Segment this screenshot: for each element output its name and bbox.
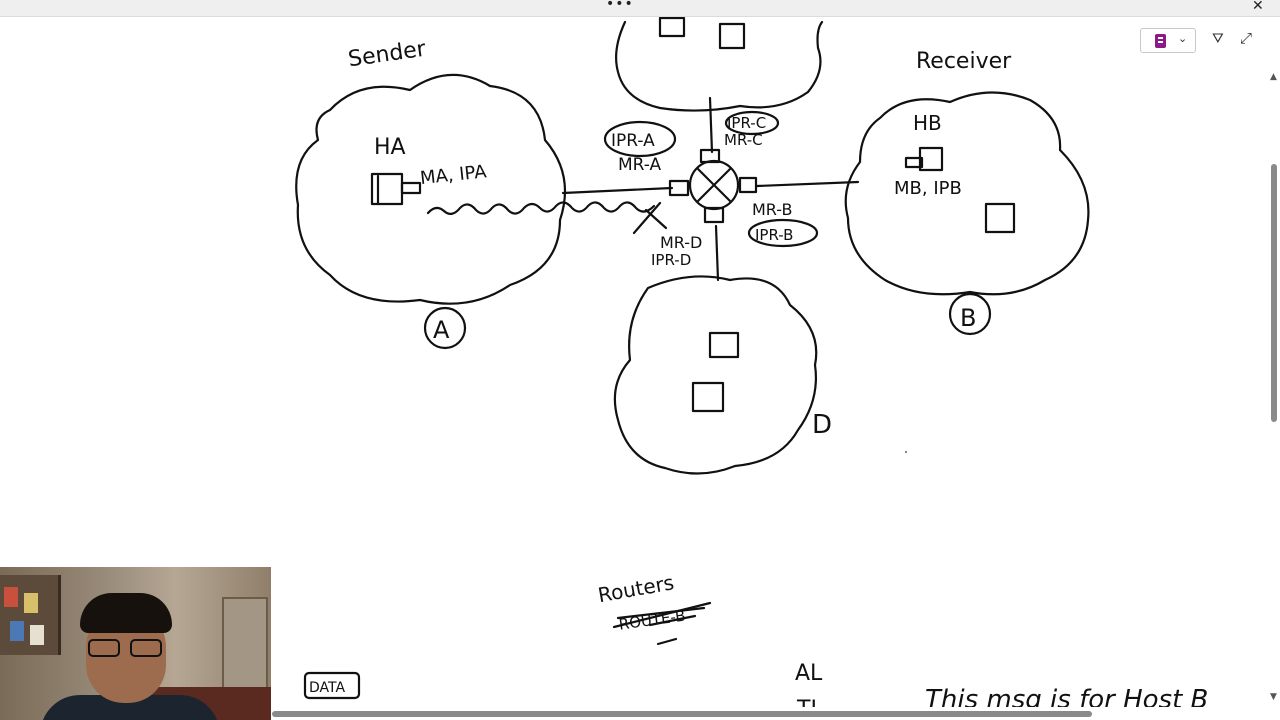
network-diagram: Sender Receiver HA MA, IPA HB MB, IPB IP… bbox=[295, 17, 1208, 707]
host-b-peer bbox=[984, 202, 1016, 234]
network-d-label: D bbox=[812, 410, 832, 440]
host-d2 bbox=[691, 381, 725, 413]
notebook-selector-button[interactable]: ⌄ bbox=[1140, 28, 1196, 53]
host-c1 bbox=[658, 17, 686, 38]
more-options-icon[interactable]: ••• bbox=[606, 0, 634, 12]
drawing-canvas[interactable]: Sender Receiver HA MA, IPA HB MB, IPB IP… bbox=[0, 17, 1266, 707]
presenter-glasses bbox=[88, 639, 164, 657]
scroll-down-icon[interactable]: ▼ bbox=[1270, 692, 1277, 702]
vertical-scroll-thumb[interactable] bbox=[1271, 164, 1277, 422]
host-b-address: MB, IPB bbox=[894, 178, 962, 199]
network-b-label: B bbox=[960, 304, 976, 332]
layer-al: AL bbox=[795, 661, 823, 686]
note-text: This msg is for Host B bbox=[925, 685, 1208, 707]
link-router-d bbox=[714, 224, 720, 282]
host-c2 bbox=[718, 22, 746, 50]
cloud-network-d bbox=[613, 275, 818, 475]
receiver-label: Receiver bbox=[916, 49, 1012, 74]
router-ip-c-oval bbox=[724, 110, 780, 136]
link-a-router bbox=[561, 186, 674, 195]
router-ip-a-oval bbox=[603, 120, 677, 158]
vertical-scrollbar[interactable]: ▲ ▼ bbox=[1268, 72, 1280, 704]
routers-note-struck: ROUTE-B bbox=[618, 607, 687, 634]
filter-icon[interactable]: ⛛ bbox=[1212, 31, 1224, 47]
horizontal-scroll-thumb[interactable] bbox=[272, 711, 1092, 717]
link-router-b bbox=[755, 180, 860, 188]
network-b-circle bbox=[948, 292, 992, 336]
network-a-circle bbox=[423, 306, 467, 350]
chevron-down-icon: ⌄ bbox=[1178, 32, 1188, 45]
router-ip-b: IPR-B bbox=[755, 226, 793, 244]
router-mac-c: MR-C bbox=[724, 131, 763, 149]
router-mac-a: MR-A bbox=[618, 155, 662, 175]
layer-tl: TL bbox=[796, 697, 823, 707]
cloud-network-b bbox=[844, 91, 1090, 296]
routers-note: Routers bbox=[596, 570, 676, 607]
cloud-network-c bbox=[615, 20, 824, 112]
router-ip-d: IPR-D bbox=[651, 251, 691, 269]
link-router-c bbox=[708, 96, 714, 154]
host-a-device bbox=[370, 172, 404, 206]
router-ip-a: IPR-A bbox=[611, 131, 655, 151]
packet-path bbox=[426, 201, 656, 215]
host-a-label: HA bbox=[374, 135, 406, 160]
host-a-address: MA, IPA bbox=[419, 161, 488, 189]
host-b-label: HB bbox=[913, 111, 942, 135]
data-box bbox=[303, 671, 361, 700]
expand-icon[interactable]: ⤢ bbox=[1240, 29, 1253, 47]
router-ip-b-oval bbox=[747, 218, 819, 248]
cloud-network-a bbox=[295, 73, 567, 305]
horizontal-scrollbar[interactable]: ◀ bbox=[262, 706, 1268, 720]
window-title-bar: ••• ✕ bbox=[0, 0, 1280, 17]
host-b-device bbox=[918, 146, 944, 172]
router-ip-c: IPR-C bbox=[727, 114, 766, 132]
host-d1 bbox=[708, 331, 740, 359]
notebook-icon bbox=[1155, 34, 1166, 48]
router-mac-b: MR-B bbox=[752, 200, 792, 219]
data-box-label: DATA bbox=[309, 680, 345, 696]
webcam-shelf bbox=[0, 575, 61, 655]
sender-label: Sender bbox=[347, 37, 429, 73]
webcam-door bbox=[222, 597, 268, 693]
scroll-up-icon[interactable]: ▲ bbox=[1270, 72, 1277, 82]
network-a-label: A bbox=[433, 316, 450, 344]
presenter-hair bbox=[80, 593, 172, 633]
webcam-overlay bbox=[0, 567, 271, 720]
close-icon[interactable]: ✕ bbox=[1252, 0, 1264, 14]
router-mac-d: MR-D bbox=[660, 233, 702, 252]
